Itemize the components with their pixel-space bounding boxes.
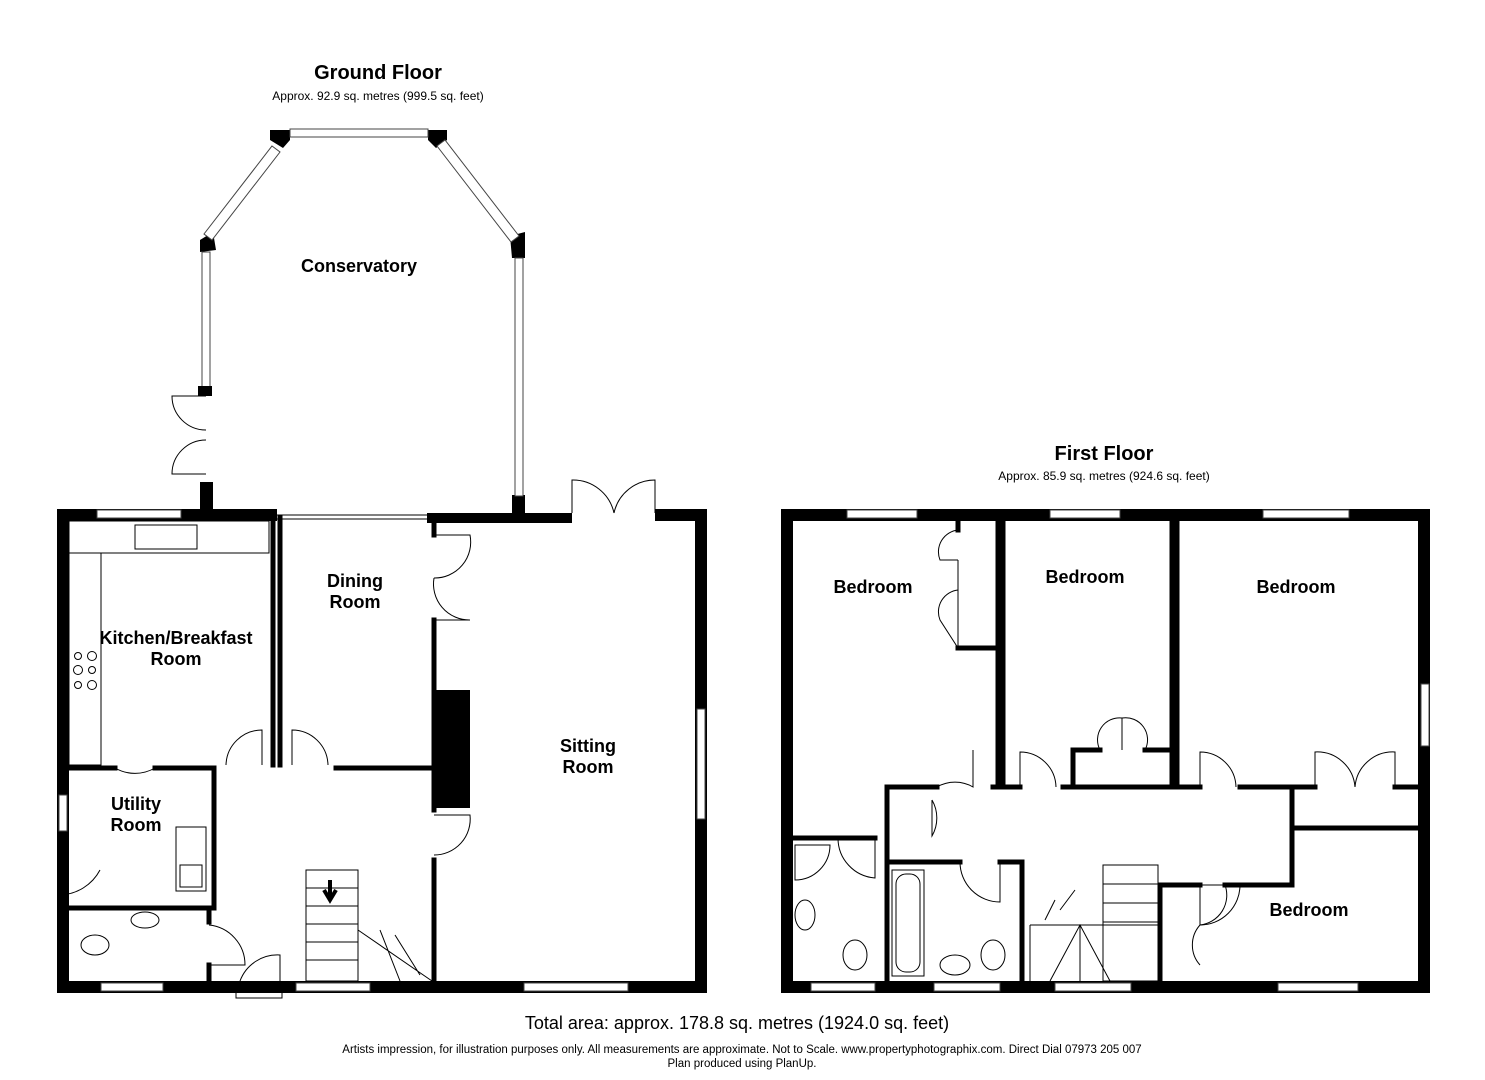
bedroom4-wardrobe-door [1191,884,1228,966]
conservatory-window [201,251,211,389]
ground-floor-plan [57,128,707,999]
window [846,509,918,519]
room-label-bedroom: Bedroom [1045,567,1125,587]
chimney-breast [434,690,470,808]
window [933,982,1001,992]
toilet-icon [842,939,868,971]
window [100,982,164,992]
conservatory-door [171,395,207,475]
window [1277,982,1359,992]
first-floor-title: First Floor [1054,443,1154,465]
hob-icon [73,651,97,690]
cupboard-wall [1070,747,1173,790]
wc-door [208,924,246,966]
first-floor-area: Approx. 85.9 sq. metres (924.6 sq. feet) [998,469,1210,483]
bathroom-door [959,861,1001,903]
ground-floor-title: Ground Floor [314,62,442,84]
door [1199,751,1237,788]
bath-inner [895,873,921,973]
disclaimer: Artists impression, for illustration pur… [342,1044,1142,1056]
room-label-dining-room: Dining Room [327,571,383,612]
dining-double-door [433,534,472,621]
basin-icon [794,899,816,931]
interior-wall [66,765,217,911]
landing-cupboard-door [931,799,938,838]
utility-door [114,767,156,774]
ground-floor-area: Approx. 92.9 sq. metres (999.5 sq. feet) [272,89,484,103]
ground-top-wall-2 [427,513,572,523]
window [295,982,371,992]
room-label-conservatory: Conservatory [300,256,418,276]
interior-wall [995,518,1006,788]
kitchen-sink [134,524,198,550]
total-area: Total area: approx. 178.8 sq. metres (19… [524,1013,950,1033]
conservatory-corner [428,130,447,148]
sitting-door [433,814,471,856]
wardrobe-wall [955,518,1001,651]
window [1420,683,1430,747]
room-label-kitchen: Kitchen/Breakfast Room [99,628,253,669]
ground-left-wall [57,509,69,993]
wardrobe-door [1314,751,1396,788]
basin-icon [130,911,160,929]
shower-icon [794,844,831,881]
cupboard-door [1097,717,1149,751]
room-label-bedroom: Bedroom [833,577,913,597]
conservatory-post [200,482,213,517]
utility-back-door [59,848,101,896]
interior-wall [1169,518,1180,788]
sitting-french-door [571,479,656,514]
window [523,982,629,992]
credit: Plan produced using PlanUp. [667,1058,817,1070]
window [58,794,68,832]
staircase [305,869,433,982]
first-left-wall [781,509,793,993]
conservatory-corner [270,130,290,148]
room-label-bedroom: Bedroom [1269,900,1349,920]
interior-wall [270,515,283,768]
first-right-wall [1418,509,1430,993]
utility-sink-bowl [179,864,203,888]
conservatory-post-right [512,495,525,520]
basin-icon [939,954,971,976]
bedroom4-wall [1157,784,1421,984]
window [696,708,706,820]
toilet-icon [80,934,110,956]
stairs-down-arrow-icon [322,880,338,904]
window [810,982,876,992]
ensuite-door [837,837,876,879]
conservatory-post [198,386,212,396]
dining-door [225,729,263,766]
door [936,750,974,788]
first-floor-plan [781,509,1430,993]
room-label-utility-room: Utility Room [110,794,162,835]
staircase [1029,864,1160,982]
conservatory-window [436,139,520,243]
room-label-sitting-room: Sitting Room [560,736,616,777]
window [1054,982,1132,992]
dining-door [291,729,329,766]
front-door [235,954,283,999]
ground-top-wall-3 [655,509,707,521]
bathroom-wall [884,784,1025,984]
door [1019,751,1057,788]
bedroom4-door [1199,884,1241,926]
room-label-bedroom: Bedroom [1256,577,1336,597]
conservatory-window [514,257,524,497]
wardrobe-door [937,529,959,649]
conservatory-window [203,145,281,241]
window [1262,509,1350,519]
window [96,509,182,519]
toilet-icon [980,939,1006,971]
window [1049,509,1121,519]
conservatory-window [289,128,429,138]
